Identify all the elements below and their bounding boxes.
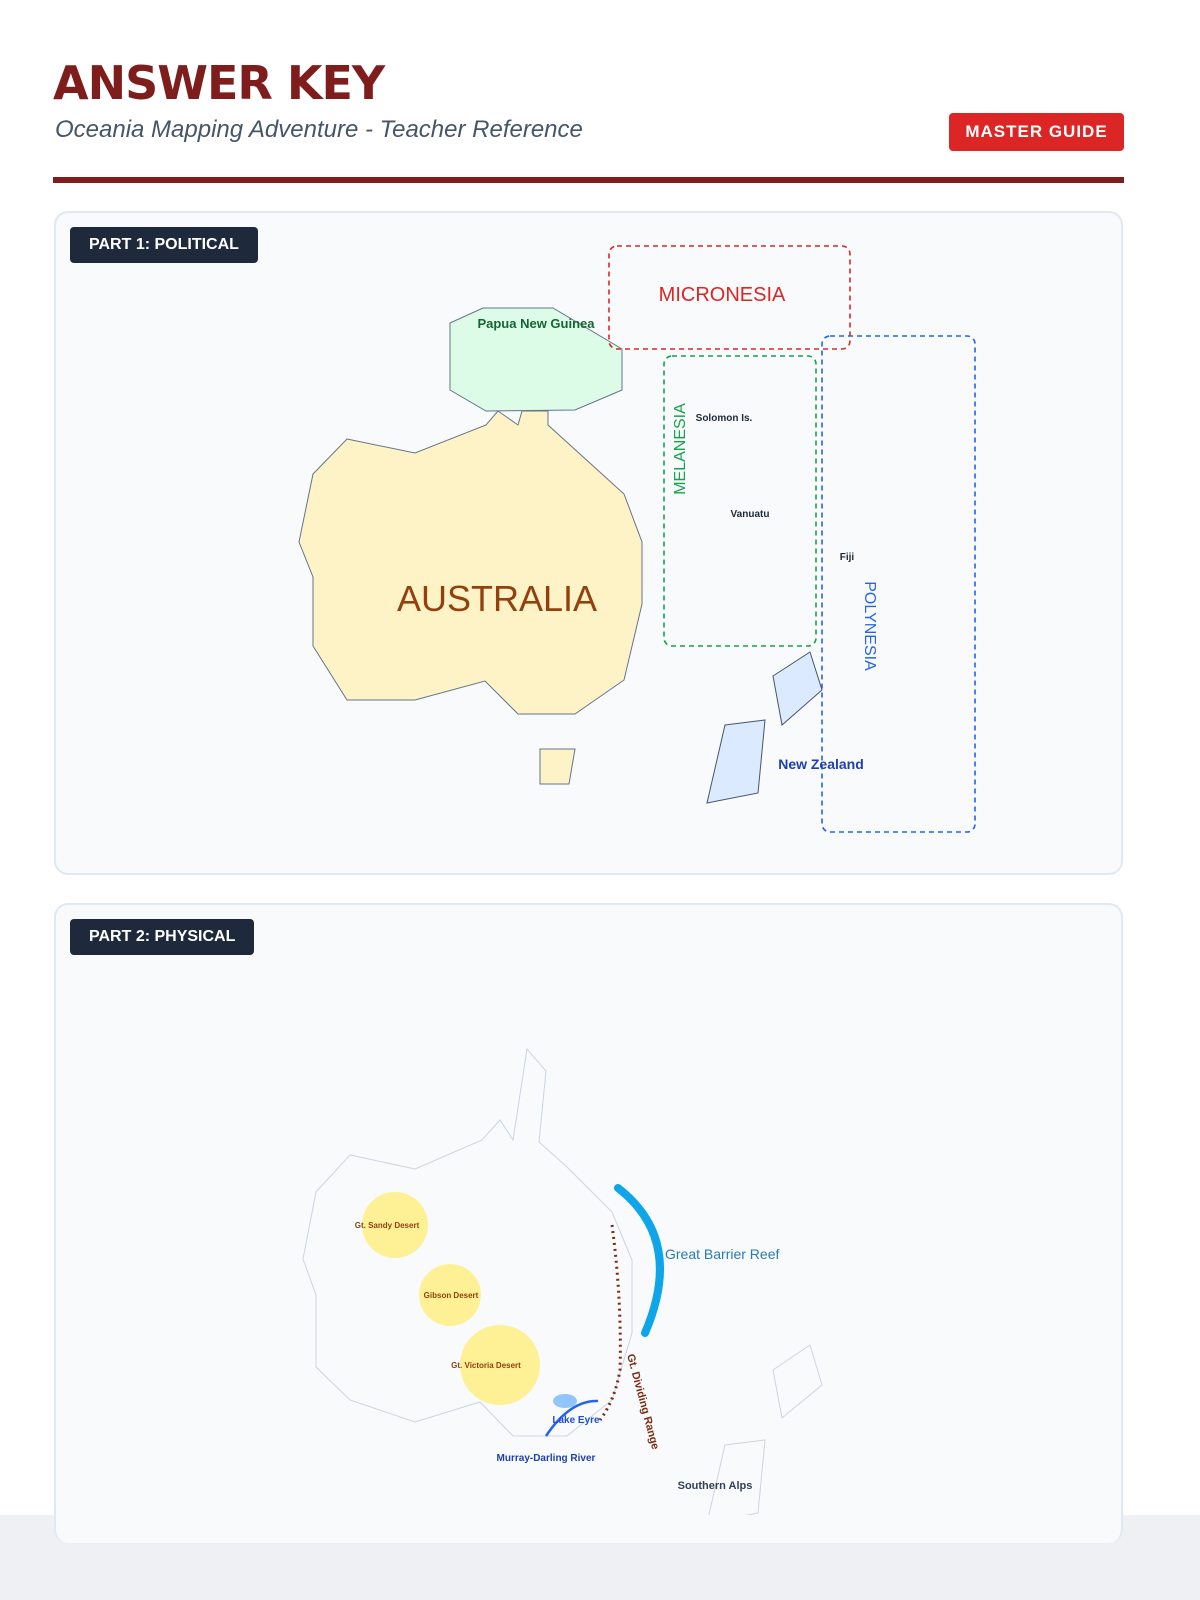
range-label: Gt. Dividing Range xyxy=(624,1353,661,1451)
victoria-desert xyxy=(460,1325,540,1405)
gibson-desert xyxy=(419,1264,481,1326)
nz-south-outline xyxy=(708,1439,766,1515)
nz-north-shape xyxy=(772,651,823,726)
png-shape xyxy=(449,307,623,412)
vanuatu-label: Vanuatu xyxy=(731,509,770,520)
part1-label: PART 1: POLITICAL xyxy=(70,227,258,263)
reef-label: Great Barrier Reef xyxy=(665,1246,779,1262)
physical-map-panel: PART 2: PHYSICAL xyxy=(54,903,1123,1543)
melanesia-region xyxy=(663,355,817,647)
murray-label: Murray-Darling River xyxy=(497,1453,596,1464)
nz-north-outline xyxy=(772,1344,823,1419)
answer-key-page: ANSWER KEY Oceania Mapping Adventure - T… xyxy=(0,0,1200,1543)
sandy-desert xyxy=(362,1192,428,1258)
australia-shape xyxy=(298,410,643,715)
murray-darling-river xyxy=(544,1399,599,1437)
sandy-label: Gt. Sandy Desert xyxy=(355,1221,420,1230)
great-barrier-reef xyxy=(614,1184,664,1337)
tasmania-shape xyxy=(539,748,576,785)
australia-outline xyxy=(302,1047,633,1437)
lake-eyre-label: Lake Eyre xyxy=(552,1415,600,1426)
nz-label: New Zealand xyxy=(778,756,864,772)
polynesia-label: POLYNESIA xyxy=(861,581,878,671)
victoria-label: Gt. Victoria Desert xyxy=(451,1361,521,1370)
nz-south-shape xyxy=(706,719,766,804)
page-subtitle: Oceania Mapping Adventure - Teacher Refe… xyxy=(55,116,583,143)
micronesia-label: MICRONESIA xyxy=(659,284,786,306)
australia-label: AUSTRALIA xyxy=(397,578,597,619)
fiji-label: Fiji xyxy=(840,552,855,563)
gibson-label: Gibson Desert xyxy=(424,1291,479,1300)
part2-label: PART 2: PHYSICAL xyxy=(70,919,255,955)
lake-eyre xyxy=(553,1394,577,1408)
solomon-label: Solomon Is. xyxy=(696,413,753,424)
master-guide-badge: MASTER GUIDE xyxy=(949,113,1124,151)
dividing-range xyxy=(598,1224,622,1421)
png-label: Papua New Guinea xyxy=(477,316,595,331)
polynesia-region xyxy=(821,335,976,833)
header-divider xyxy=(53,177,1124,183)
micronesia-region xyxy=(608,245,851,350)
alps-label: Southern Alps xyxy=(678,1480,753,1492)
melanesia-label: MELANESIA xyxy=(672,403,689,495)
page-title: ANSWER KEY xyxy=(53,56,385,110)
maps-overlay: Papua New Guinea AUSTRALIA MICRONESIA ME… xyxy=(298,245,976,1515)
